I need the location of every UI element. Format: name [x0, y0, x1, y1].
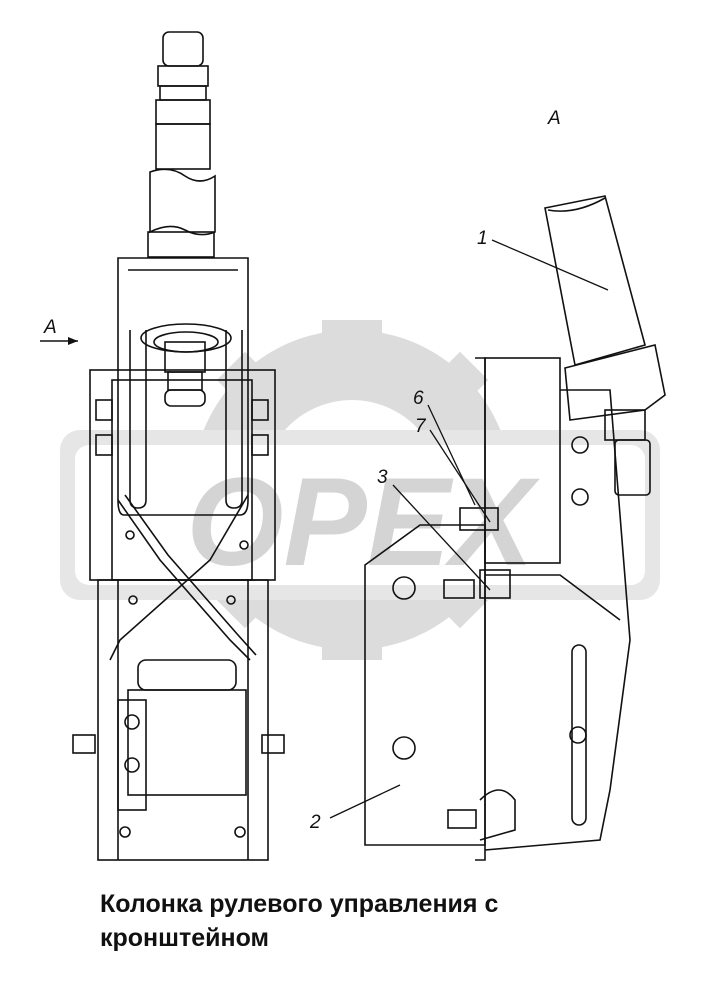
view-arrow-label: А [43, 317, 57, 338]
diagram-caption: Колонка рулевого управления с кронштейно… [100, 890, 499, 952]
view-arrow-a: А [40, 317, 78, 345]
callout-1: 1 [477, 228, 488, 249]
callout-6: 6 [413, 388, 424, 409]
callout-3: 3 [377, 467, 388, 488]
callout-7: 7 [415, 416, 427, 437]
view-label-a: А [547, 108, 561, 129]
watermark-gear-logo: OPEX [60, 320, 660, 660]
steering-column-side-view [364, 195, 666, 861]
watermark-text: OPEX [186, 453, 540, 592]
callout-leaders [329, 239, 609, 819]
steering-column-front-view [72, 31, 285, 861]
callout-2: 2 [309, 812, 321, 833]
